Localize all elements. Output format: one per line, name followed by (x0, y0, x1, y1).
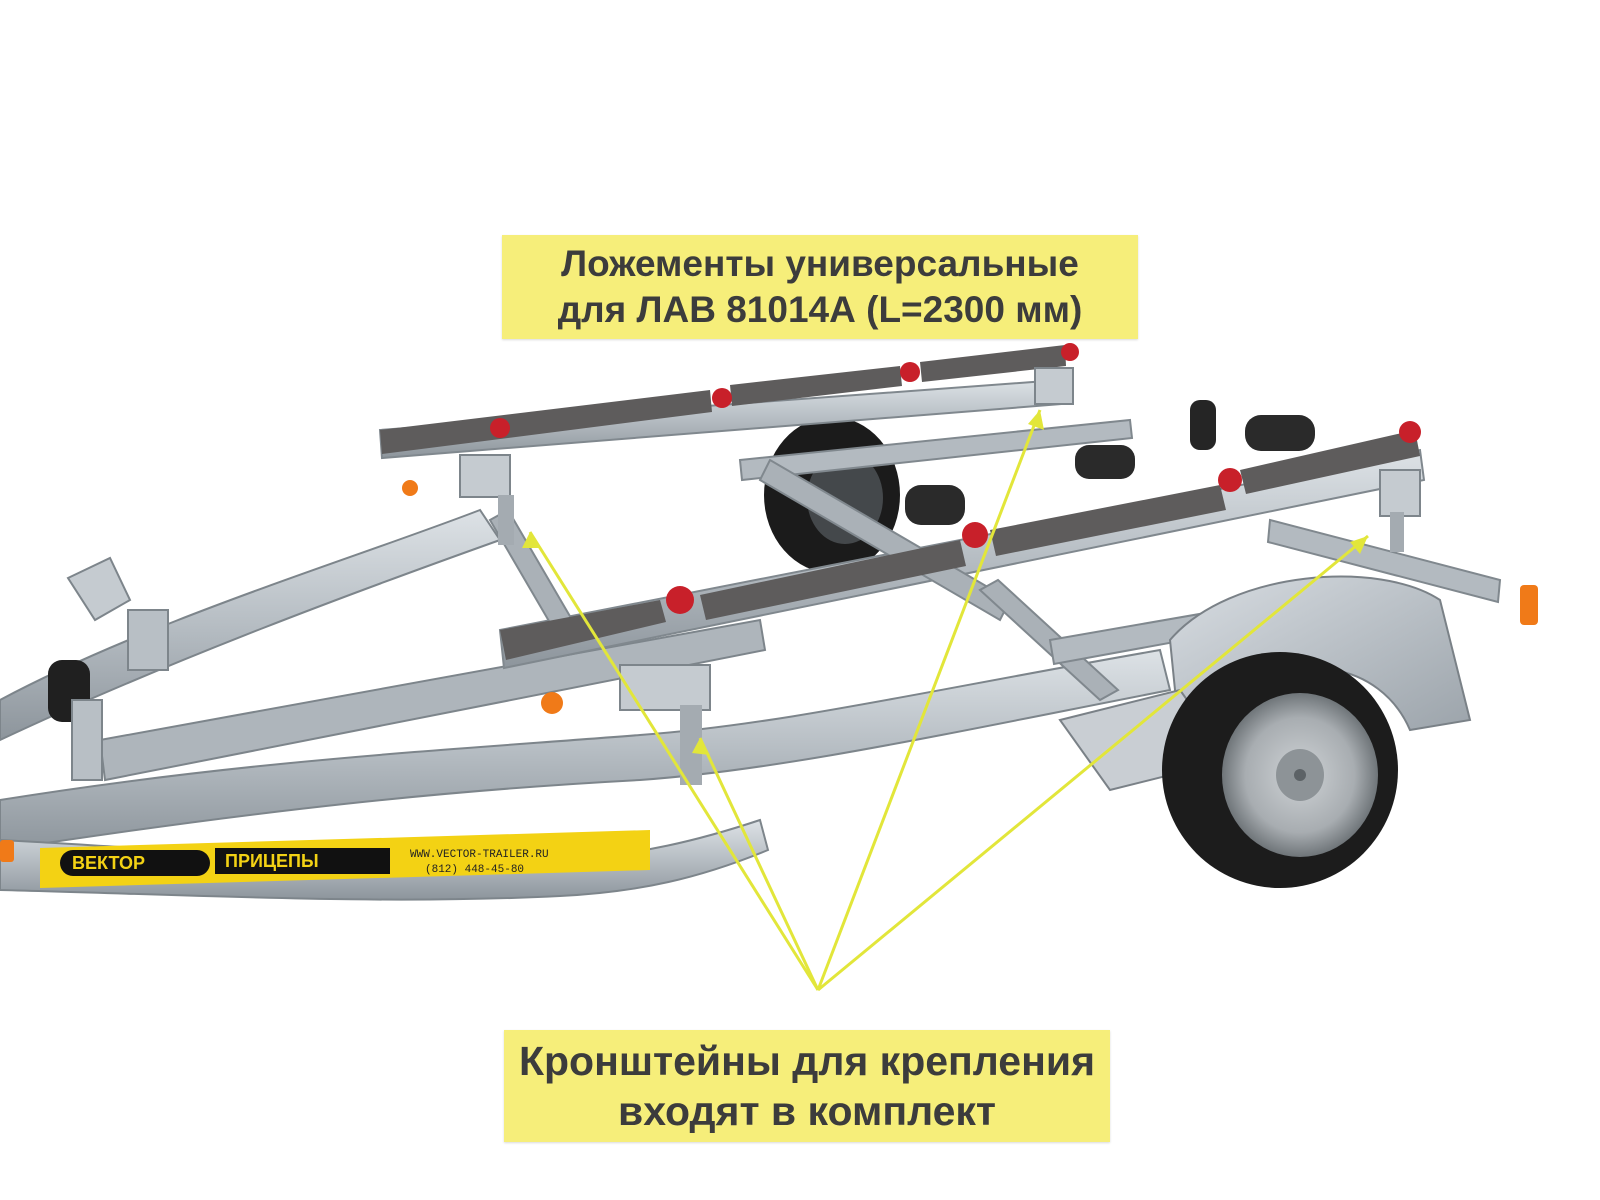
bunk-left (380, 343, 1079, 454)
frame-rails (0, 508, 1172, 901)
callout-brackets: Кронштейны для крепления входят в компле… (504, 1030, 1110, 1142)
front-wheel (1162, 652, 1398, 888)
decal-brand-left-pill (60, 850, 210, 876)
bunk-right (500, 421, 1421, 660)
rear-rollers (905, 400, 1315, 525)
decal-phone: (812) 448-45-80 (425, 864, 524, 876)
arrowhead-icon (692, 738, 710, 755)
mounting-brackets (459, 367, 1421, 785)
callout-bunks: Ложементы универсальные для ЛАВ 81014А (… (502, 235, 1138, 339)
arrow-to-bracket-front-left (528, 531, 820, 991)
decal-brand-right: ПРИЦЕПЫ (225, 851, 319, 871)
arrow-to-bracket-rear-right (817, 534, 1369, 992)
arrowhead-icon (522, 532, 541, 548)
decal-website: WWW.VECTOR-TRAILER.RU (410, 849, 549, 861)
callout-brackets-line1: Кронштейны для крепления (518, 1038, 1096, 1084)
callout-bunks-line2: для ЛАВ 81014А (L=2300 мм) (557, 289, 1083, 330)
arrow-to-bracket-front-right (698, 737, 820, 991)
arrow-to-bracket-rear-left (816, 409, 1042, 991)
decal-brand-left: ВЕКТОР (72, 853, 145, 873)
tail-lights (0, 480, 1538, 862)
callout-bunks-line1: Ложементы универсальные (561, 243, 1079, 284)
callout-brackets-line2: входят в комплект (618, 1088, 996, 1134)
brand-decal: ВЕКТОР ПРИЦЕПЫ WWW.VECTOR-TRAILER.RU (81… (40, 830, 650, 888)
arrowhead-icon (1350, 536, 1368, 554)
arrowhead-icon (1028, 410, 1044, 430)
winch-post (48, 556, 169, 781)
callout-arrows (522, 409, 1369, 992)
decal-brand-right-pill (215, 848, 390, 874)
